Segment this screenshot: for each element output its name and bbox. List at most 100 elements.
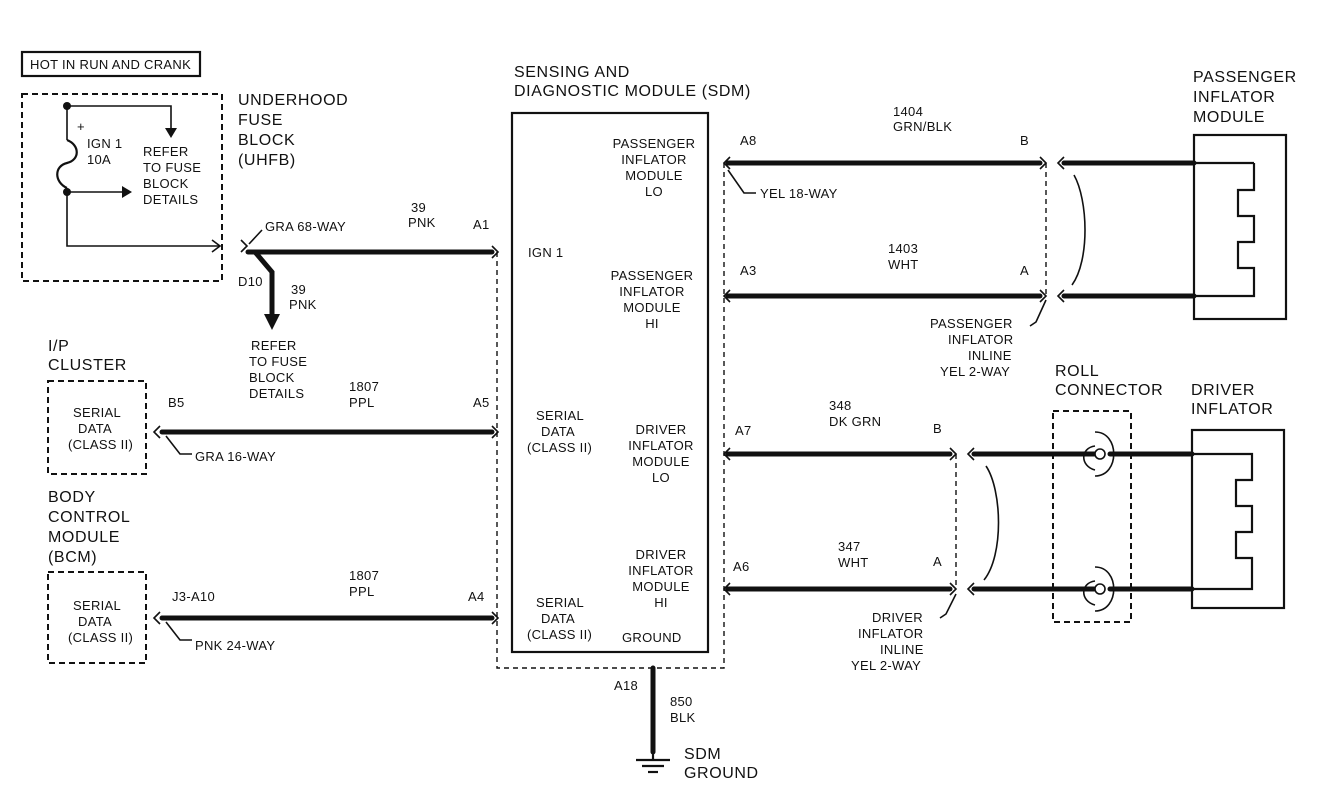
svg-text:(CLASS II): (CLASS II)	[68, 630, 133, 645]
drv-inline-label: DRIVER INFLATOR INLINE YEL 2-WAY	[851, 610, 924, 673]
svg-text:I/P: I/P	[48, 338, 69, 355]
ground-wire-label: 850 BLK	[670, 694, 695, 725]
svg-text:BLOCK: BLOCK	[249, 370, 295, 385]
svg-text:PASSENGER: PASSENGER	[613, 136, 696, 151]
svg-text:GRN/BLK: GRN/BLK	[893, 119, 952, 134]
svg-text:MODULE: MODULE	[1193, 109, 1265, 126]
svg-text:DRIVER: DRIVER	[636, 547, 687, 562]
svg-text:1807: 1807	[349, 568, 379, 583]
svg-text:YEL 2-WAY: YEL 2-WAY	[851, 658, 921, 673]
svg-text:DK GRN: DK GRN	[829, 414, 881, 429]
power-label: HOT IN RUN AND CRANK	[30, 57, 191, 72]
svg-text:HI: HI	[645, 316, 659, 331]
branch-refer: REFER TO FUSE BLOCK DETAILS	[249, 338, 307, 401]
arrow-right-icon	[122, 186, 132, 198]
svg-text:PNK: PNK	[408, 215, 436, 230]
ip-cluster-connector: GRA 16-WAY	[195, 449, 276, 464]
ground-icon	[636, 752, 670, 774]
svg-text:BLOCK: BLOCK	[238, 132, 295, 149]
svg-text:B: B	[933, 421, 942, 436]
sdm-connector: YEL 18-WAY	[760, 186, 838, 201]
svg-text:(CLASS II): (CLASS II)	[527, 627, 592, 642]
svg-text:INFLATOR: INFLATOR	[858, 626, 923, 641]
svg-text:DATA: DATA	[78, 421, 112, 436]
svg-text:DATA: DATA	[541, 611, 575, 626]
svg-text:LO: LO	[652, 470, 670, 485]
svg-text:DATA: DATA	[78, 614, 112, 629]
svg-text:PASSENGER: PASSENGER	[1193, 69, 1297, 86]
sdm-connector-outline	[496, 163, 725, 669]
svg-text:LO: LO	[645, 184, 663, 199]
svg-text:INFLATOR: INFLATOR	[621, 152, 686, 167]
svg-text:SERIAL: SERIAL	[536, 408, 584, 423]
svg-text:INFLATOR: INFLATOR	[1191, 401, 1273, 418]
svg-text:A8: A8	[740, 133, 757, 148]
svg-text:GROUND: GROUND	[684, 765, 759, 782]
svg-text:(CLASS II): (CLASS II)	[527, 440, 592, 455]
svg-text:WHT: WHT	[888, 257, 919, 272]
svg-text:39: 39	[291, 282, 306, 297]
svg-text:PASSENGER: PASSENGER	[611, 268, 694, 283]
drv-bottom-wire-label: A6 347 WHT A	[733, 539, 942, 574]
sdm-drv-lo: DRIVER INFLATOR MODULE LO	[628, 422, 693, 485]
arrow-down-icon	[165, 128, 177, 138]
svg-text:PPL: PPL	[349, 395, 374, 410]
svg-text:DRIVER: DRIVER	[1191, 382, 1255, 399]
svg-text:A7: A7	[735, 423, 752, 438]
svg-text:+: +	[77, 119, 85, 134]
uhfb-connector: GRA 68-WAY	[265, 219, 346, 234]
svg-text:SDM: SDM	[684, 746, 721, 763]
svg-text:(UHFB): (UHFB)	[238, 152, 296, 169]
ip-cluster-box	[47, 380, 147, 475]
svg-text:BLOCK: BLOCK	[143, 176, 189, 191]
svg-text:INLINE: INLINE	[968, 348, 1012, 363]
svg-text:A: A	[1020, 263, 1029, 278]
svg-text:BODY: BODY	[48, 489, 96, 506]
ip-cluster-wire-label: 1807 PPL A5	[349, 379, 490, 410]
svg-text:DATA: DATA	[541, 424, 575, 439]
sdm-pass-lo: PASSENGER INFLATOR MODULE LO	[613, 136, 696, 199]
uhfb-title: UNDERHOOD FUSE BLOCK (UHFB)	[238, 92, 348, 169]
svg-text:PPL: PPL	[349, 584, 374, 599]
svg-text:UNDERHOOD: UNDERHOOD	[238, 92, 348, 109]
svg-text:MODULE: MODULE	[632, 454, 689, 469]
bcm-box	[47, 571, 147, 664]
svg-text:347: 347	[838, 539, 861, 554]
svg-text:INLINE: INLINE	[880, 642, 924, 657]
svg-text:A1: A1	[473, 217, 490, 232]
svg-text:CONNECTOR: CONNECTOR	[1055, 382, 1163, 399]
svg-text:A4: A4	[468, 589, 485, 604]
squib-icon	[1194, 163, 1256, 298]
svg-text:A5: A5	[473, 395, 490, 410]
pass-inline-label: PASSENGER INFLATOR INLINE YEL 2-WAY	[930, 316, 1013, 379]
svg-text:39: 39	[411, 200, 426, 215]
svg-text:YEL 2-WAY: YEL 2-WAY	[940, 364, 1010, 379]
svg-text:SERIAL: SERIAL	[73, 405, 121, 420]
roll-coil-icon	[1094, 431, 1115, 477]
svg-text:1404: 1404	[893, 104, 923, 119]
branch-wire-label: 39 PNK	[289, 282, 317, 312]
svg-text:PNK: PNK	[289, 297, 317, 312]
svg-text:FUSE: FUSE	[238, 112, 283, 129]
svg-text:CONTROL: CONTROL	[48, 509, 130, 526]
splice-pin: D10	[238, 274, 263, 289]
svg-text:DRIVER: DRIVER	[636, 422, 687, 437]
svg-text:1403: 1403	[888, 241, 918, 256]
svg-text:INFLATOR: INFLATOR	[948, 332, 1013, 347]
svg-text:SENSING AND: SENSING AND	[514, 64, 630, 81]
fuse-name: IGN 1 10A	[87, 136, 122, 167]
branch-arrow-icon	[264, 314, 280, 330]
svg-text:INFLATOR: INFLATOR	[628, 563, 693, 578]
sdm-title: SENSING AND DIAGNOSTIC MODULE (SDM)	[514, 64, 750, 100]
passenger-module-box	[1192, 133, 1288, 321]
svg-text:348: 348	[829, 398, 852, 413]
pass-top-wire-label: A8 1404 GRN/BLK B	[740, 104, 1029, 148]
passenger-module-title: PASSENGER INFLATOR MODULE	[1193, 69, 1297, 126]
svg-text:SERIAL: SERIAL	[536, 595, 584, 610]
svg-text:HI: HI	[654, 595, 668, 610]
bcm-connector: PNK 24-WAY	[195, 638, 275, 653]
pass-bottom-wire-label: A3 1403 WHT A	[740, 241, 1029, 278]
ground-pin: A18	[614, 678, 638, 693]
ip-cluster-title: I/P CLUSTER	[48, 338, 126, 374]
